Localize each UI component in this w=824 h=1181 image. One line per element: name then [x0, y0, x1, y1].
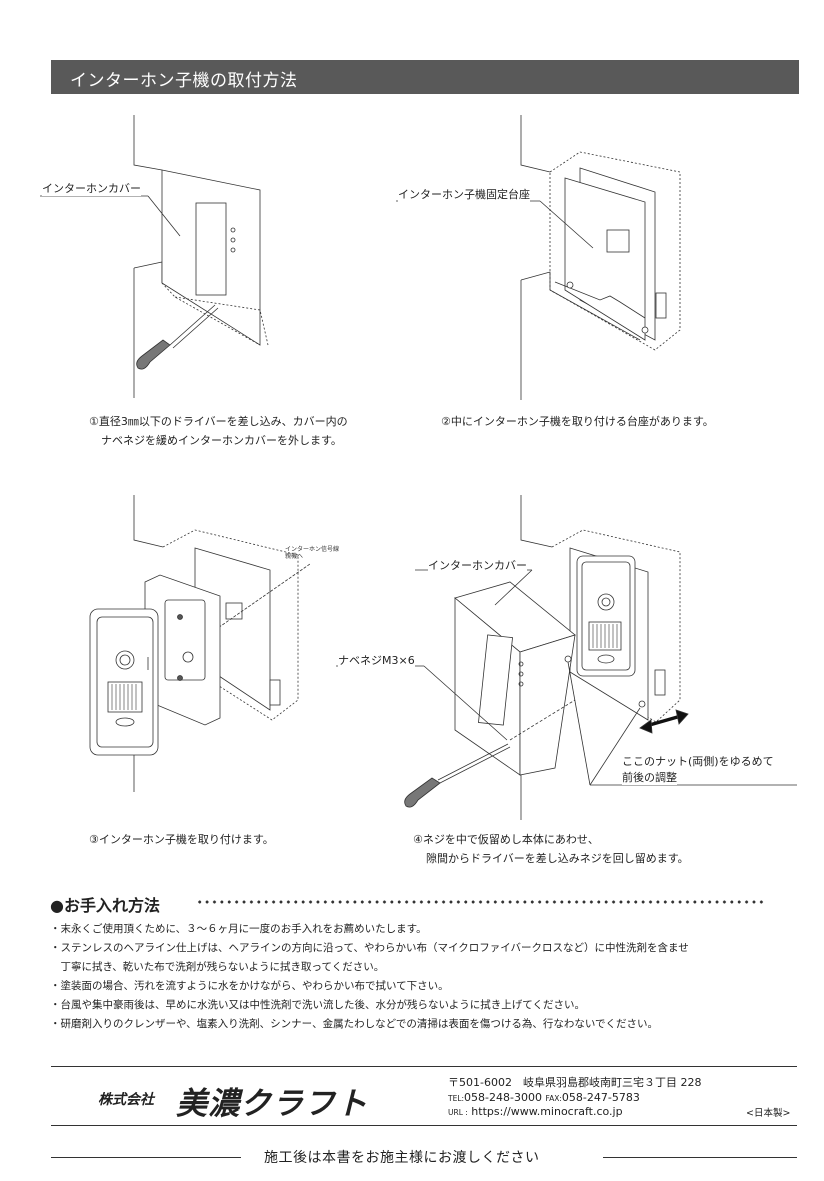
company-address: 〒501-6002 岐阜県羽島郡岐南町三宅３丁目 228: [448, 1076, 702, 1089]
tel-number: 058-248-3000: [464, 1091, 542, 1104]
step1-caption-line2: ナベネジを緩めインターホンカバーを外します。: [101, 434, 342, 447]
label-signal-line: インターホン信号線: [285, 546, 340, 553]
url-label: URL :: [448, 1108, 468, 1117]
footer-message: 施工後は本書をお施主様にお渡しください: [264, 1150, 540, 1166]
label-nut-note-line1: ここのナット(両側)をゆるめて: [622, 753, 774, 769]
care-item: ・研磨剤入りのクレンザーや、塩素入り洗剤、シンナー、金属たわしなどでの清掃は表面…: [50, 1018, 659, 1030]
fax-label: FAX:: [545, 1094, 562, 1103]
label-intercom-base: インターホン子機固定台座: [398, 186, 530, 202]
step4-caption-line1: ④ネジを中で仮留めし本体にあわせ、: [413, 833, 599, 846]
care-heading: ●お手入れ方法: [50, 896, 160, 915]
care-item: 丁寧に拭き、乾いた布で洗剤が残らないように拭き取ってください。: [50, 961, 385, 973]
company-bottom-rule: [51, 1125, 797, 1126]
step4-caption-line2: 隙間からドライバーを差し込みネジを回し留めます。: [426, 852, 689, 865]
care-item: ・台風や集中豪雨後は、早めに水洗い又は中性洗剤で洗い流した後、水分が残らないよう…: [50, 999, 585, 1011]
label-intercom-cover-1: インターホンカバー: [42, 180, 141, 196]
care-heading-dotted-rule: [196, 898, 766, 906]
footer-rule-left: [51, 1157, 241, 1158]
company-top-rule: [51, 1066, 797, 1067]
company-contact: TEL:058-248-3000 FAX:058-247-5783: [448, 1090, 640, 1106]
care-item: ・塗装面の場合、汚れを流すように水をかけながら、やわらかい布で拭いて下さい。: [50, 980, 449, 992]
fax-number: 058-247-5783: [561, 1091, 640, 1104]
company-prefix: 株式会社: [98, 1092, 154, 1108]
tel-label: TEL:: [448, 1094, 465, 1103]
label-intercom-cover-4: インターホンカバー: [428, 557, 527, 573]
footer-rule-right: [603, 1157, 797, 1158]
step2-caption-line1: ②中にインターホン子機を取り付ける台座があります。: [441, 415, 714, 428]
section-header-bar: [51, 60, 799, 94]
company-url: https://www.minocraft.co.jp: [471, 1105, 623, 1118]
care-item: ・末永くご使用頂くために、３～６ヶ月に一度のお手入れをお薦めいたします。: [50, 923, 427, 935]
label-to-master: 親機へ: [285, 553, 304, 560]
label-pan-screw: ナベネジM3×6: [338, 652, 415, 668]
step1-caption-line1: ①直径3㎜以下のドライバーを差し込み、カバー内の: [89, 415, 348, 428]
care-item: ・ステンレスのヘアライン仕上げは、ヘアラインの方向に沿って、やわらかい布（マイク…: [50, 942, 689, 954]
step3-caption-line1: ③インターホン子機を取り付けます。: [89, 833, 274, 846]
made-in-japan: <日本製>: [746, 1108, 791, 1119]
company-logo: 美濃クラフト: [176, 1086, 368, 1122]
label-nut-note-line2: 前後の調整: [622, 769, 677, 785]
care-list: ・末永くご使用頂くために、３～６ヶ月に一度のお手入れをお薦めいたします。 ・ステ…: [50, 920, 810, 1034]
page-title: インターホン子機の取付方法: [70, 71, 298, 91]
caption-leader-1: [40, 195, 181, 237]
company-url-row: URL : https://www.minocraft.co.jp: [448, 1104, 623, 1120]
